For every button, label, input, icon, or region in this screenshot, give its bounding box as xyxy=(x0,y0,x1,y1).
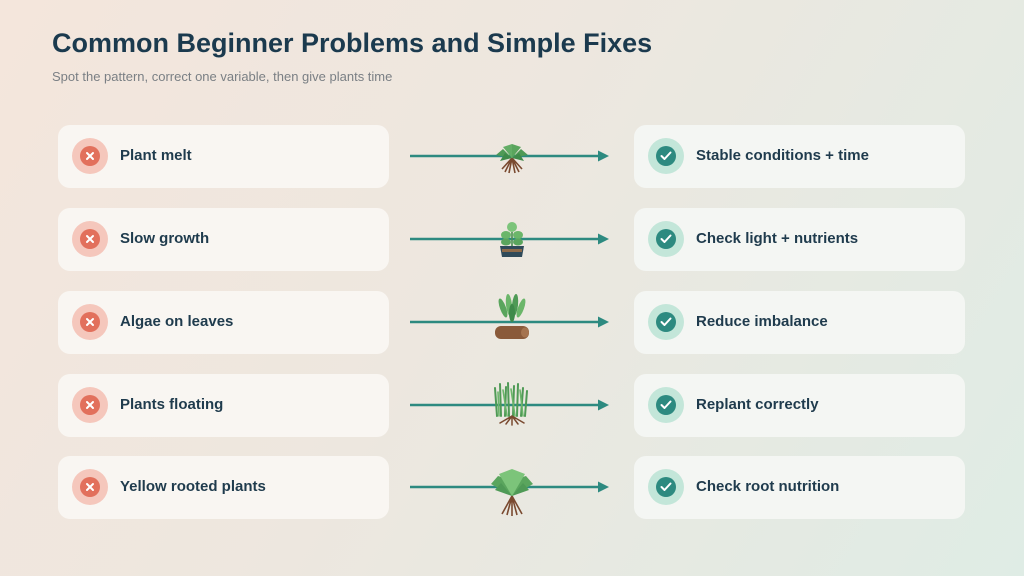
grass-plant-icon xyxy=(494,382,528,426)
problem-badge xyxy=(72,304,108,340)
fix-card: Stable conditions + time xyxy=(634,125,965,188)
fix-card: Check root nutrition xyxy=(634,456,965,519)
problem-fix-row: Slow growth Check light + nutri xyxy=(0,208,1024,272)
problem-card: Plants floating xyxy=(58,374,389,437)
problem-fix-row: Yellow rooted plants Check root nutritio… xyxy=(0,456,1024,520)
arrow-connector xyxy=(410,294,609,339)
bushy-plant-icon xyxy=(496,144,528,174)
arrow-connector xyxy=(410,469,609,516)
problem-label: Plant melt xyxy=(120,147,192,164)
check-icon xyxy=(656,395,676,415)
fix-label: Stable conditions + time xyxy=(696,147,869,164)
problem-label: Yellow rooted plants xyxy=(120,478,266,495)
x-icon xyxy=(80,477,100,497)
fix-badge xyxy=(648,469,684,505)
problem-badge xyxy=(72,138,108,174)
problem-label: Plants floating xyxy=(120,396,224,413)
check-icon xyxy=(656,229,676,249)
fix-label: Check root nutrition xyxy=(696,478,840,495)
check-icon xyxy=(656,146,676,166)
arrow-connector xyxy=(410,222,609,257)
problem-badge xyxy=(72,387,108,423)
problem-card: Slow growth xyxy=(58,208,389,271)
page-title: Common Beginner Problems and Simple Fixe… xyxy=(52,28,653,58)
plant-on-driftwood-icon xyxy=(495,294,529,339)
fix-label: Replant correctly xyxy=(696,396,819,413)
problem-badge xyxy=(72,469,108,505)
fix-badge xyxy=(648,387,684,423)
check-icon xyxy=(656,477,676,497)
fix-badge xyxy=(648,138,684,174)
potted-plant-icon xyxy=(500,222,524,257)
fix-label: Reduce imbalance xyxy=(696,313,828,330)
fix-card: Reduce imbalance xyxy=(634,291,965,354)
x-icon xyxy=(80,395,100,415)
problem-card: Plant melt xyxy=(58,125,389,188)
problem-badge xyxy=(72,221,108,257)
fix-card: Check light + nutrients xyxy=(634,208,965,271)
x-icon xyxy=(80,229,100,249)
x-icon xyxy=(80,146,100,166)
page-subtitle: Spot the pattern, correct one variable, … xyxy=(52,69,393,84)
fix-badge xyxy=(648,304,684,340)
problem-fix-row: Plant melt Stable conditions + time xyxy=(0,125,1024,189)
problem-fix-row: Plants floating Replant correctly xyxy=(0,374,1024,438)
problem-card: Algae on leaves xyxy=(58,291,389,354)
arrow-connector xyxy=(410,382,609,426)
fix-badge xyxy=(648,221,684,257)
problem-label: Slow growth xyxy=(120,230,210,247)
fix-card: Replant correctly xyxy=(634,374,965,437)
check-icon xyxy=(656,312,676,332)
rosette-plant-icon xyxy=(491,469,533,516)
x-icon xyxy=(80,312,100,332)
fix-label: Check light + nutrients xyxy=(696,230,859,247)
problem-fix-row: Algae on leaves Reduce imbalance xyxy=(0,291,1024,355)
problem-label: Algae on leaves xyxy=(120,313,234,330)
problem-card: Yellow rooted plants xyxy=(58,456,389,519)
arrow-connector xyxy=(410,144,609,174)
